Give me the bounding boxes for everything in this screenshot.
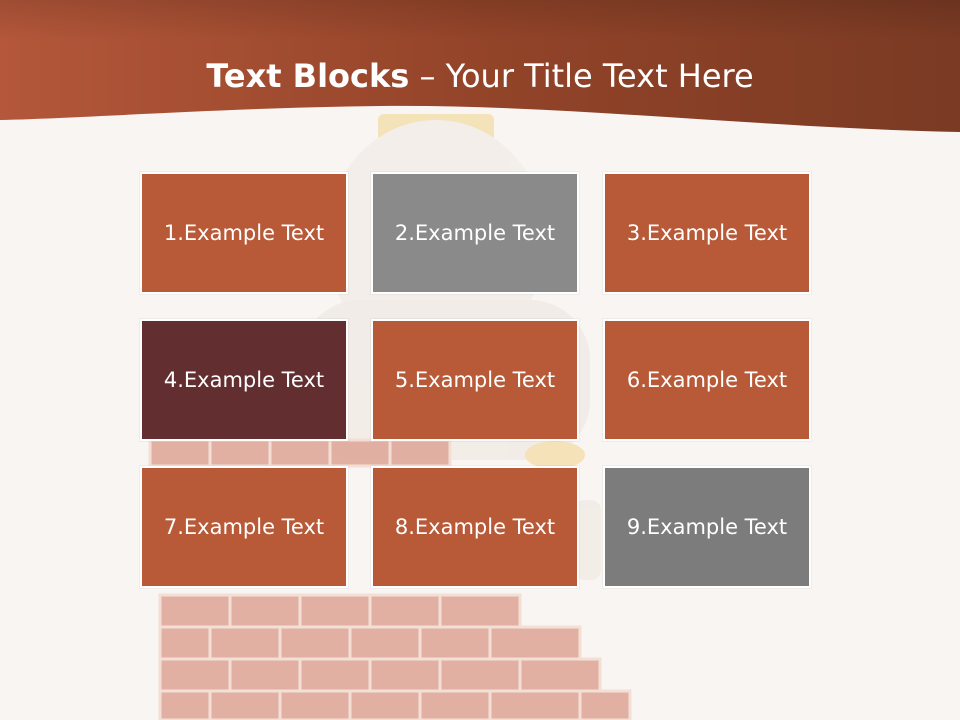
text-block-label: 6.Example Text: [626, 368, 788, 392]
text-block-label: 1.Example Text: [163, 221, 325, 245]
text-block-1[interactable]: 1.Example Text: [140, 172, 348, 294]
text-block-3[interactable]: 3.Example Text: [603, 172, 811, 294]
text-block-label: 9.Example Text: [626, 515, 788, 539]
text-block-label: 4.Example Text: [163, 368, 325, 392]
text-block-label: 3.Example Text: [626, 221, 788, 245]
title-rest: Your Title Text Here: [445, 57, 754, 95]
text-block-2[interactable]: 2.Example Text: [371, 172, 579, 294]
text-block-6[interactable]: 6.Example Text: [603, 319, 811, 441]
text-block-8[interactable]: 8.Example Text: [371, 466, 579, 588]
text-block-label: 7.Example Text: [163, 515, 325, 539]
text-block-label: 8.Example Text: [394, 515, 556, 539]
text-block-9[interactable]: 9.Example Text: [603, 466, 811, 588]
title-dash: –: [409, 57, 446, 95]
text-block-4[interactable]: 4.Example Text: [140, 319, 348, 441]
text-block-label: 5.Example Text: [394, 368, 556, 392]
text-block-7[interactable]: 7.Example Text: [140, 466, 348, 588]
title-bold: Text Blocks: [206, 57, 410, 95]
text-block-label: 2.Example Text: [394, 221, 556, 245]
slide-title: Text Blocks – Your Title Text Here: [0, 54, 960, 98]
text-block-5[interactable]: 5.Example Text: [371, 319, 579, 441]
